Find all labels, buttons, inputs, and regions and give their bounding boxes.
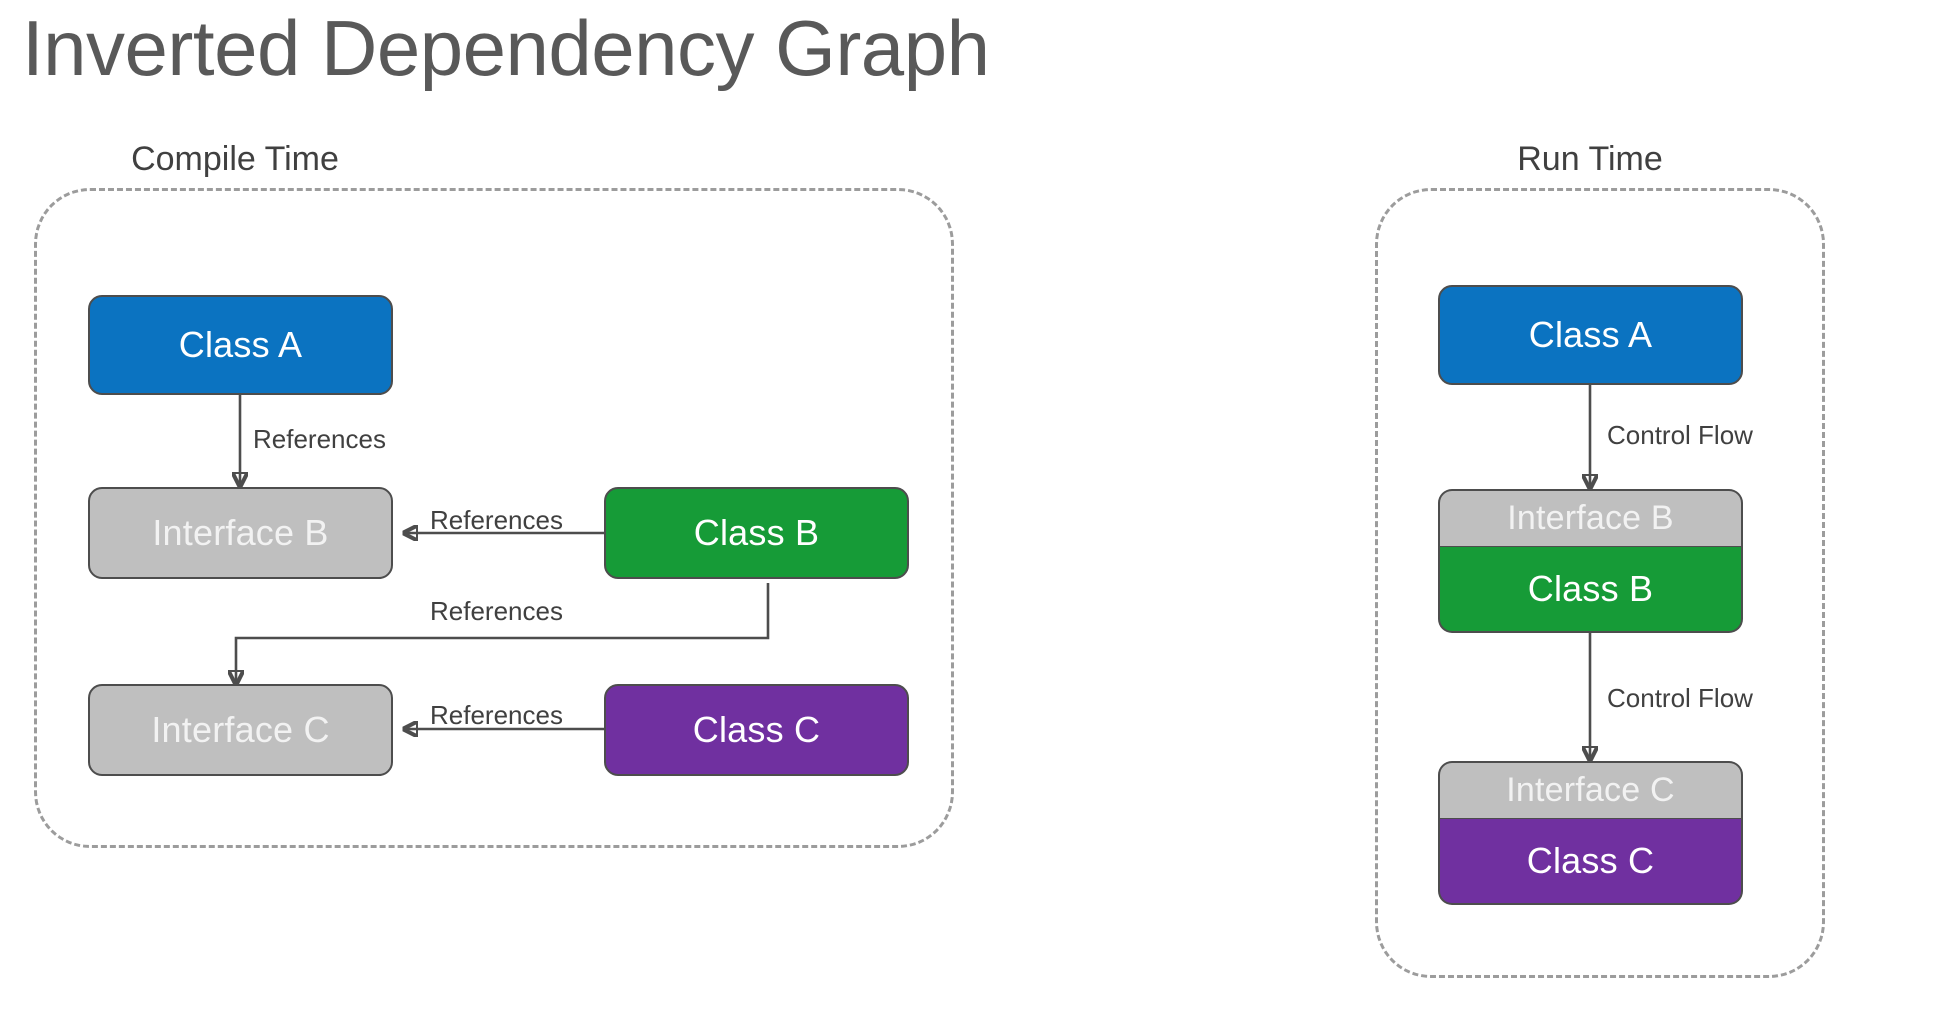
edge-label-control-flow-a-b: Control Flow [1607, 420, 1753, 450]
compile-time-label: Compile Time [131, 140, 339, 178]
run-time-frame [1375, 188, 1825, 978]
node-interface-b-runtime[interactable]: Interface B [1438, 489, 1743, 547]
run-time-panel: Run Time [1355, 140, 1825, 1010]
node-interface-b-compile[interactable]: Interface B [88, 487, 393, 579]
edge-label-references-cb-ic: References [430, 596, 563, 626]
node-class-c-compile[interactable]: Class C [604, 684, 909, 776]
edge-label-references-cc-ic: References [430, 700, 563, 730]
node-interface-c-runtime[interactable]: Interface C [1438, 761, 1743, 819]
compile-time-panel: Compile Time [0, 140, 980, 900]
node-class-a-runtime[interactable]: Class A [1438, 285, 1743, 385]
run-time-label: Run Time [1517, 140, 1663, 178]
edge-label-references-cb-ib: References [430, 505, 563, 535]
edge-label-references-a-b: References [253, 424, 386, 454]
page-title: Inverted Dependency Graph [22, 4, 990, 92]
compile-time-frame [34, 188, 954, 848]
node-class-c-runtime[interactable]: Class C [1438, 819, 1743, 905]
node-class-b-compile[interactable]: Class B [604, 487, 909, 579]
edge-label-control-flow-b-c: Control Flow [1607, 683, 1753, 713]
node-class-b-runtime[interactable]: Class B [1438, 547, 1743, 633]
node-class-a-compile[interactable]: Class A [88, 295, 393, 395]
node-interface-c-compile[interactable]: Interface C [88, 684, 393, 776]
